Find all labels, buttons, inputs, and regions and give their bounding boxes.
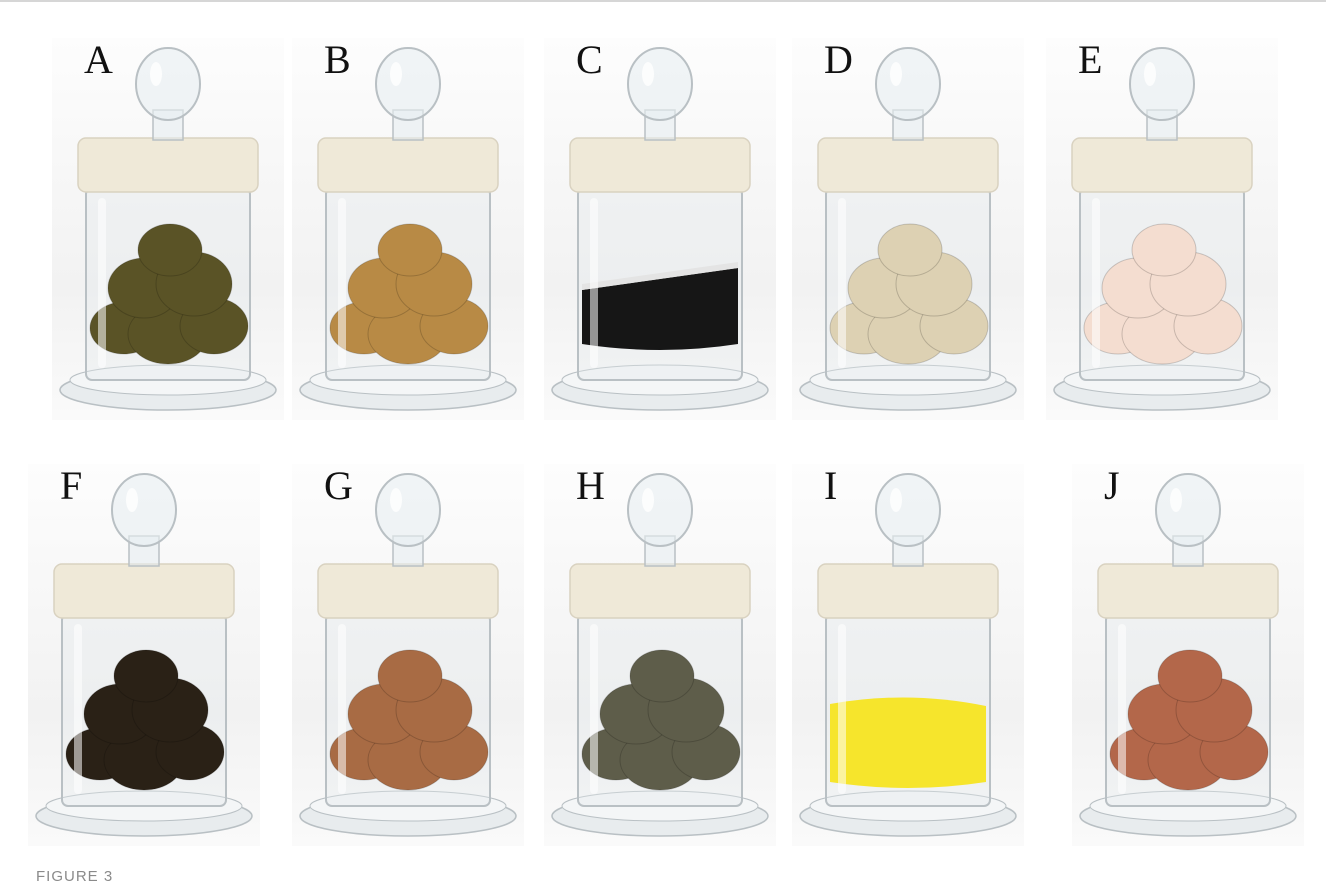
- knob-highlight: [150, 62, 162, 86]
- panel-label: D: [824, 38, 853, 82]
- jar-lid: [1071, 137, 1253, 193]
- stopper-knob: [1129, 47, 1195, 121]
- jar-lid: [569, 563, 751, 619]
- jar-contents-surface: [582, 262, 738, 290]
- glass-highlight: [74, 624, 82, 794]
- stopper-knob: [627, 473, 693, 547]
- glass-highlight: [1118, 624, 1126, 794]
- panel-label: G: [324, 464, 353, 508]
- jar-contents-piece: [1157, 649, 1223, 703]
- glass-highlight: [338, 624, 346, 794]
- jar-contents-piece: [629, 649, 695, 703]
- glass-highlight: [838, 624, 846, 794]
- jar-photo-c: C: [544, 38, 776, 420]
- glass-highlight: [338, 198, 346, 368]
- jar-photo-i: I: [792, 464, 1024, 846]
- knob-highlight: [1170, 488, 1182, 512]
- glass-highlight: [590, 198, 598, 368]
- stopper-knob: [135, 47, 201, 121]
- jar-photo-f: F: [28, 464, 260, 846]
- jar-lid: [317, 137, 499, 193]
- glass-highlight: [590, 624, 598, 794]
- panel-label: F: [60, 464, 83, 508]
- jar-illustration: [551, 47, 769, 411]
- jar-lid: [569, 137, 751, 193]
- stopper-knob: [375, 47, 441, 121]
- panel-label: C: [576, 38, 603, 82]
- stopper-knob: [375, 473, 441, 547]
- top-border: [0, 0, 1326, 2]
- stopper-knob: [627, 47, 693, 121]
- jar-contents-piece: [113, 649, 179, 703]
- panel-label: A: [84, 38, 113, 82]
- jar-photo-e: E: [1046, 38, 1278, 420]
- knob-highlight: [390, 62, 402, 86]
- jar-illustration: [799, 47, 1017, 411]
- knob-highlight: [1144, 62, 1156, 86]
- jar-illustration: [299, 473, 517, 837]
- jar-contents: [830, 697, 986, 788]
- figure-caption: FIGURE 3: [36, 868, 114, 885]
- panel-label: H: [576, 464, 605, 508]
- jar-illustration: [59, 47, 277, 411]
- panel-label: B: [324, 38, 351, 82]
- stopper-knob: [1155, 473, 1221, 547]
- jar-lid: [817, 137, 999, 193]
- jar-lid: [1097, 563, 1279, 619]
- knob-highlight: [642, 62, 654, 86]
- panel-label: E: [1078, 38, 1103, 82]
- jar-illustration: [35, 473, 253, 837]
- glass-highlight: [98, 198, 106, 368]
- jar-illustration: [299, 47, 517, 411]
- jar-contents-piece: [137, 223, 203, 277]
- knob-highlight: [126, 488, 138, 512]
- jar-contents-piece: [377, 649, 443, 703]
- jar-lid: [817, 563, 999, 619]
- stopper-knob: [875, 473, 941, 547]
- jar-lid: [77, 137, 259, 193]
- jar-photo-b: B: [292, 38, 524, 420]
- jar-illustration: [551, 473, 769, 837]
- knob-highlight: [890, 62, 902, 86]
- jar-photo-j: J: [1072, 464, 1304, 846]
- jar-photo-d: D: [792, 38, 1024, 420]
- jar-contents: [582, 268, 738, 350]
- stopper-knob: [111, 473, 177, 547]
- jar-illustration: [1053, 47, 1271, 411]
- jar-illustration: [1079, 473, 1297, 837]
- jar-lid: [317, 563, 499, 619]
- jar-contents-piece: [1131, 223, 1197, 277]
- panel-label: J: [1104, 464, 1120, 508]
- jar-lid: [53, 563, 235, 619]
- knob-highlight: [890, 488, 902, 512]
- knob-highlight: [642, 488, 654, 512]
- knob-highlight: [390, 488, 402, 512]
- jar-illustration: [799, 473, 1017, 837]
- glass-highlight: [838, 198, 846, 368]
- jar-contents-piece: [377, 223, 443, 277]
- jar-photo-g: G: [292, 464, 524, 846]
- jar-photo-h: H: [544, 464, 776, 846]
- jar-contents-piece: [877, 223, 943, 277]
- panel-label: I: [824, 464, 838, 508]
- jar-photo-a: A: [52, 38, 284, 420]
- stopper-knob: [875, 47, 941, 121]
- glass-highlight: [1092, 198, 1100, 368]
